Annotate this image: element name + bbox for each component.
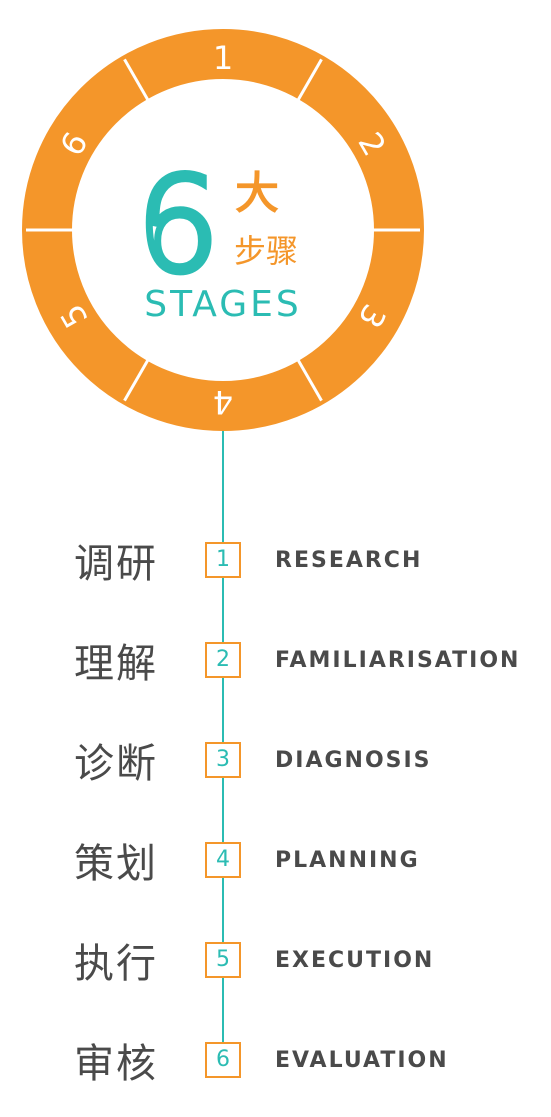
stage-english-label: EXECUTION bbox=[275, 948, 435, 973]
stage-english-label: DIAGNOSIS bbox=[275, 748, 432, 773]
divider-5 bbox=[123, 355, 152, 402]
stage-row-familiarisation: 理解 2 FAMILIARISATION bbox=[0, 634, 551, 694]
stage-number-box: 4 bbox=[205, 842, 241, 878]
stage-number-box: 3 bbox=[205, 742, 241, 778]
stage-chinese-label: 执行 bbox=[74, 941, 158, 987]
stage-number-box: 5 bbox=[205, 942, 241, 978]
stage-chinese-label: 诊断 bbox=[74, 741, 158, 787]
stage-number-box: 6 bbox=[205, 1042, 241, 1078]
hub-chinese-bottom: 步骤 bbox=[234, 232, 298, 270]
divider-4 bbox=[294, 355, 323, 402]
stage-english-label: FAMILIARISATION bbox=[275, 648, 521, 673]
stage-number-box: 1 bbox=[205, 542, 241, 578]
stage-row-research: 调研 1 RESEARCH bbox=[0, 534, 551, 594]
divider-2 bbox=[294, 58, 323, 105]
stage-english-label: RESEARCH bbox=[275, 548, 423, 573]
stage-chinese-label: 策划 bbox=[74, 841, 158, 887]
ring-number-1: 1 bbox=[213, 39, 233, 77]
hub-english: STAGES bbox=[144, 284, 302, 325]
stage-chinese-label: 审核 bbox=[74, 1041, 158, 1087]
hub-chinese-top: 大 bbox=[235, 168, 279, 219]
stage-chinese-label: 理解 bbox=[74, 641, 158, 687]
stage-row-execution: 执行 5 EXECUTION bbox=[0, 934, 551, 994]
stage-english-label: EVALUATION bbox=[275, 1048, 449, 1073]
stage-row-diagnosis: 诊断 3 DIAGNOSIS bbox=[0, 734, 551, 794]
stage-row-planning: 策划 4 PLANNING bbox=[0, 834, 551, 894]
hub-numeral: 6 bbox=[137, 149, 220, 301]
wheel-ring bbox=[22, 29, 424, 431]
stage-chinese-label: 调研 bbox=[74, 541, 158, 587]
wheel-dividers bbox=[26, 58, 420, 402]
stage-number-box: 2 bbox=[205, 642, 241, 678]
stage-connector-line bbox=[222, 430, 224, 1048]
divider-1 bbox=[123, 58, 152, 105]
stage-english-label: PLANNING bbox=[275, 848, 420, 873]
stage-row-evaluation: 审核 6 EVALUATION bbox=[0, 1034, 551, 1094]
stages-wheel: 1 2 3 4 5 6 6 大 步骤 STAGES bbox=[22, 29, 424, 431]
ring-number-4: 4 bbox=[213, 383, 233, 421]
